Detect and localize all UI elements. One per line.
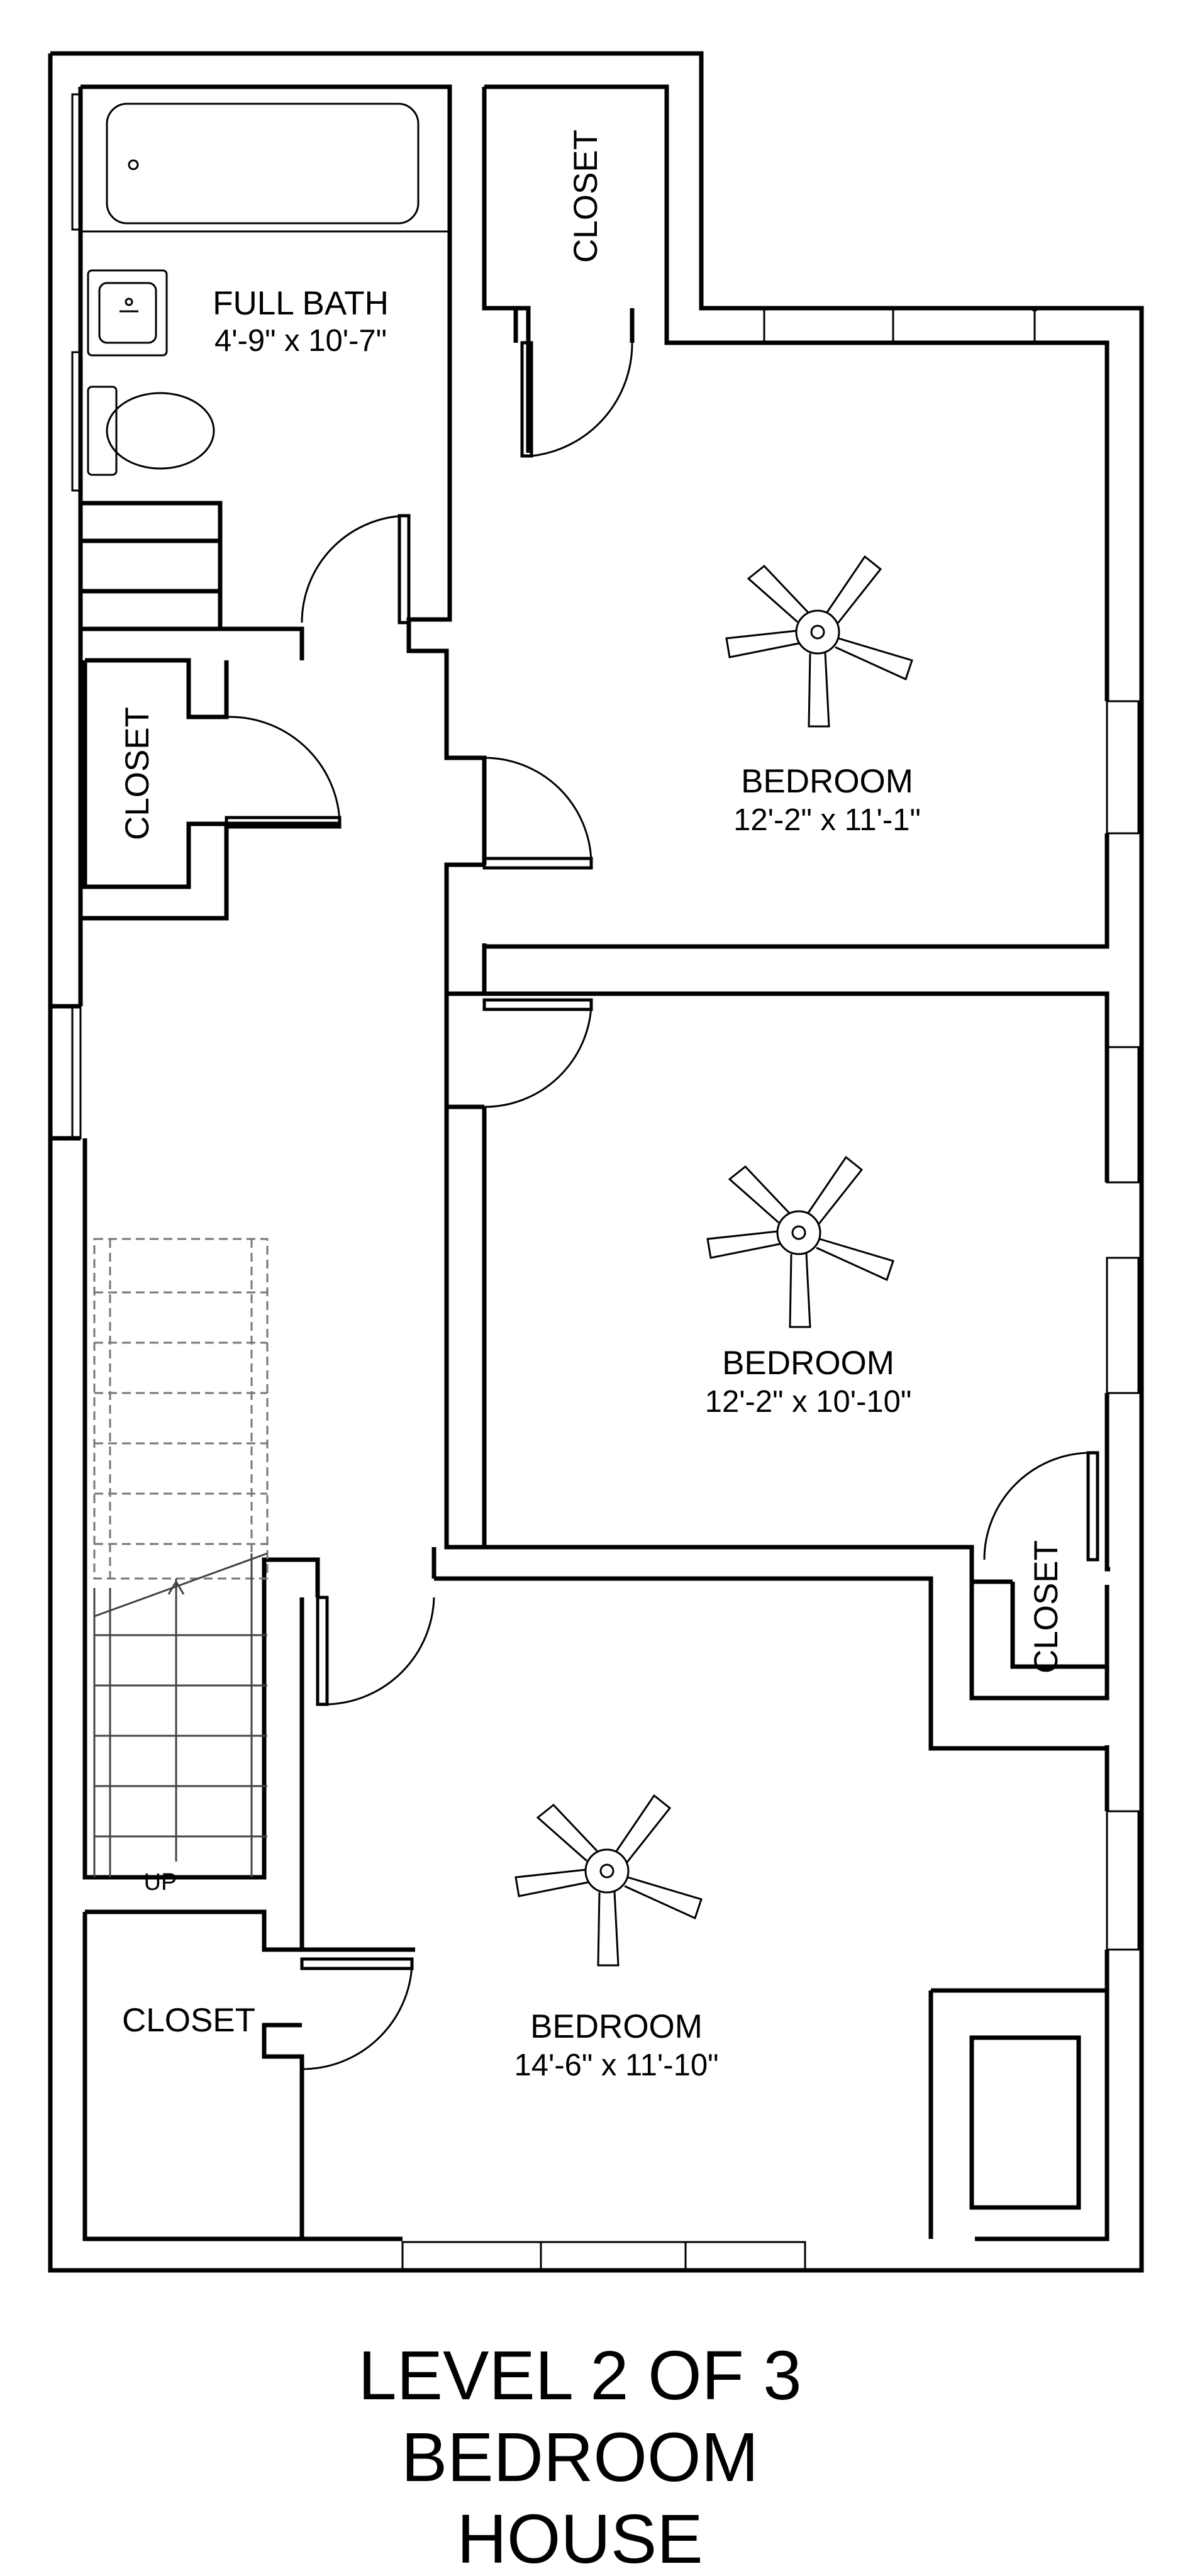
interior-walls <box>78 306 1109 2241</box>
closet-top-label: CLOSET <box>567 130 604 263</box>
sink <box>87 269 168 357</box>
closet-bottom-label: CLOSET <box>122 2002 255 2039</box>
ceiling-fan-icon <box>514 1794 703 1967</box>
bedroom-1-dims: 12'-2" x 11'-1" <box>733 803 921 837</box>
windows <box>71 93 1140 2272</box>
bathtub <box>81 103 450 233</box>
ceiling-fan-icon <box>725 555 913 728</box>
closet-right-label: CLOSET <box>1028 1540 1065 1674</box>
toilet <box>87 386 215 476</box>
ceiling-fan-icon <box>706 1155 894 1328</box>
closet-left-label: CLOSET <box>119 707 156 840</box>
caption-line-3: HOUSE <box>457 2501 703 2576</box>
stairs-up-label: UP <box>144 1869 177 1896</box>
bedroom-1-label: BEDROOM <box>741 763 913 800</box>
full-bath-label: FULL BATH <box>213 285 389 322</box>
caption-line-2: BEDROOM <box>401 2419 759 2496</box>
full-bath-dims: 4'-9" x 10'-7" <box>214 324 387 358</box>
doors <box>225 341 1099 2070</box>
bedroom-2-label: BEDROOM <box>722 1345 894 1382</box>
bedroom-3-dims: 14'-6" x 11'-10" <box>514 2048 719 2082</box>
bedroom-2-dims: 12'-2" x 10'-10" <box>705 1385 912 1419</box>
stairs <box>93 1238 269 1877</box>
bedroom-3-label: BEDROOM <box>530 2008 703 2045</box>
exterior-walls <box>48 51 1144 2273</box>
caption-line-1: LEVEL 2 OF 3 <box>358 2337 801 2414</box>
